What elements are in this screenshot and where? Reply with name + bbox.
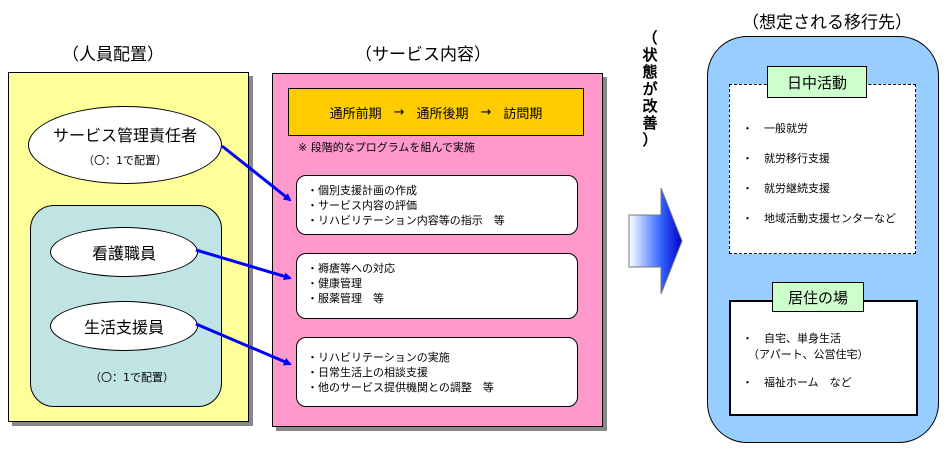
phase-2: 通所後期 — [416, 106, 469, 122]
daytime-activity-label: 日中活動 — [767, 66, 867, 98]
staff-section-title: （人員配置） — [62, 45, 164, 65]
support-worker-label: 生活支援員 — [83, 318, 164, 337]
phase-1: 通所前期 — [329, 106, 382, 122]
state-char: 善 — [642, 114, 658, 132]
daytime-item: ・ 就労移行支援 — [742, 152, 830, 165]
service-item: ・他のサービス提供機関との調整 等 — [307, 381, 494, 394]
service-item: ・服薬管理 等 — [307, 292, 384, 305]
service-item: ・健康管理 — [307, 277, 362, 290]
service-item: ・サービス内容の評価 — [307, 199, 417, 212]
residence-item: ・ 自宅、単身生活 — [742, 332, 841, 345]
transition-arrow — [628, 187, 683, 295]
residence-box — [729, 300, 918, 416]
residence-label: 居住の場 — [772, 282, 864, 312]
manager-label: サービス管理責任者 — [52, 126, 197, 145]
phase-arrow-2: → — [480, 104, 492, 120]
daytime-item: ・ 一般就労 — [742, 122, 808, 135]
residence-item: ・ 福祉ホーム など — [742, 376, 852, 389]
phase-arrow-1: → — [393, 104, 405, 120]
nurse-node: 看護職員 — [50, 227, 198, 277]
support-worker-node: 生活支援員 — [50, 301, 198, 351]
phase-3: 訪問期 — [503, 106, 543, 122]
state-char: 態 — [642, 63, 658, 81]
service-box-manager: ・個別支援計画の作成 ・サービス内容の評価 ・リハビリテーション内容等の指示 等 — [296, 175, 578, 235]
service-item: ・リハビリテーションの実施 — [307, 351, 450, 364]
state-char: ） — [642, 131, 658, 149]
state-char: 改 — [642, 97, 658, 115]
daytime-activity-box — [729, 84, 916, 254]
state-improved-label: （ 状 態 が 改 善 ） — [637, 30, 663, 149]
state-char: （ — [642, 29, 658, 47]
state-char: 状 — [642, 46, 658, 64]
state-char: が — [642, 80, 658, 98]
residence-item: （アパート、公営住宅） — [748, 348, 869, 361]
daytime-item: ・ 地域活動支援センターなど — [742, 212, 896, 225]
service-item: ・日常生活上の相談支援 — [307, 366, 428, 379]
staff-group-note: （〇：1で配置） — [90, 371, 174, 384]
phase-bar: 通所前期 → 通所後期 → 訪問期 — [288, 88, 584, 136]
service-item: ・個別支援計画の作成 — [307, 184, 417, 197]
manager-node: サービス管理責任者 （〇：1で配置） — [28, 106, 222, 184]
service-box-support: ・リハビリテーションの実施 ・日常生活上の相談支援 ・他のサービス提供機関との調… — [296, 337, 578, 407]
service-item: ・リハビリテーション内容等の指示 等 — [307, 214, 505, 227]
program-note: ※ 段階的なプログラムを組んで実施 — [298, 141, 475, 154]
service-item: ・褥瘡等への対応 — [307, 262, 395, 275]
daytime-item: ・ 就労継続支援 — [742, 182, 830, 195]
destination-section-title: （想定される移行先） — [742, 13, 912, 33]
connector-arrow-manager — [221, 144, 292, 202]
service-section-title: （サービス内容） — [355, 45, 491, 65]
nurse-label: 看護職員 — [91, 244, 156, 263]
connector-arrow-nurse — [195, 248, 292, 281]
manager-note: （〇：1で配置） — [83, 154, 167, 167]
service-box-nurse: ・褥瘡等への対応 ・健康管理 ・服薬管理 等 — [296, 253, 578, 319]
connector-arrow-support — [195, 322, 292, 366]
